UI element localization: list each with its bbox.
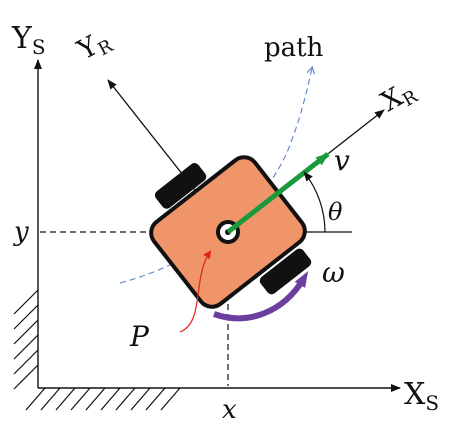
world-x-axis-label: XS [404,377,439,415]
world-y-axis-label: YS [11,21,46,59]
x-coordinate-label: x [222,395,237,425]
angular-velocity-label: ω [322,256,345,289]
robot-x-axis-label: XR [376,75,422,121]
velocity-arrow [226,152,330,234]
velocity-label: v [334,144,350,177]
robot-y-axis-label: YR [72,24,117,69]
theta-arc [303,171,326,233]
robot-left-wheel [154,163,207,209]
point-pointer [179,250,212,333]
theta-label: θ [328,198,343,226]
robot-right-wheel [259,248,312,295]
point-label: P [129,320,150,353]
path-label: path [264,33,324,63]
y-coordinate-label: y [13,217,29,247]
angular-velocity-arrow [213,271,309,322]
ground-hatch [13,289,181,411]
